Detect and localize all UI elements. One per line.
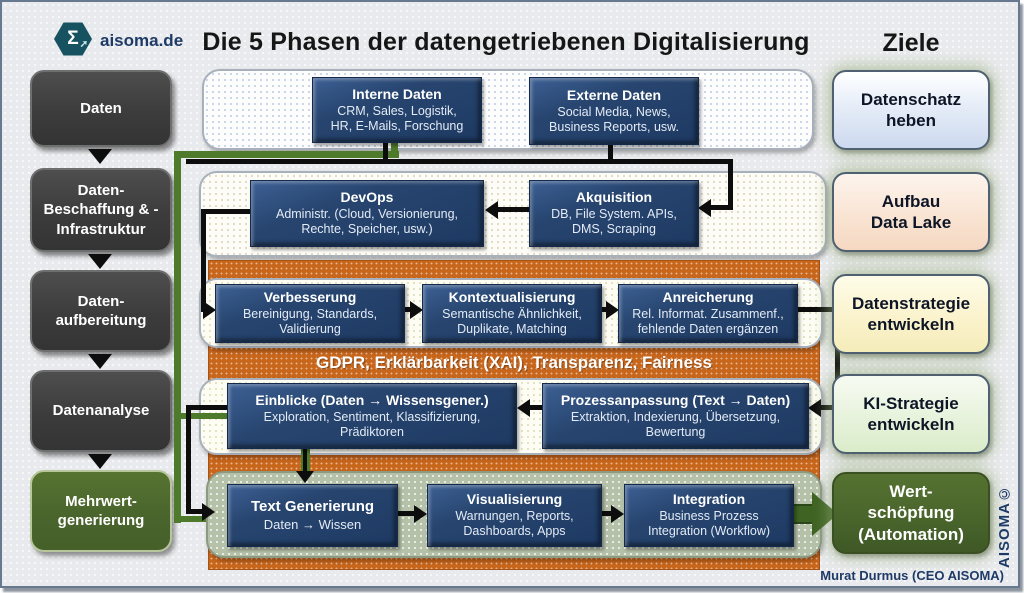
box-externe-daten: Externe Daten Social Media, News, Busine…	[529, 77, 699, 145]
box-subtitle: Exploration, Sentiment, Klassifizierung,…	[263, 409, 481, 439]
box-title: Prozessanpassung (Text → Daten)	[560, 391, 791, 408]
box-subtitle: Business Prozess Integration (Workflow)	[647, 509, 771, 539]
box-title: DevOps	[340, 189, 394, 206]
arrowhead-into-integration	[611, 505, 624, 523]
connector-visual-integration	[602, 511, 614, 516]
connector-anreicherung-right	[798, 307, 840, 312]
box-text-generierung: Text Generierung Daten → Wissen	[227, 484, 398, 547]
connector-akquisition-devops	[497, 207, 529, 212]
credit-line: Murat Durmus (CEO AISOMA)	[820, 568, 1004, 583]
goal-datenstrategie: Datenstrategie entwickeln	[832, 274, 990, 354]
box-integration: Integration Business Prozess Integration…	[624, 484, 794, 547]
arrowhead-into-akquisition	[698, 199, 711, 217]
connector-textgen-visual	[398, 511, 416, 516]
box-subtitle: Daten → Wissen	[263, 517, 362, 533]
box-subtitle: DB, File System. APIs, DMS, Scraping	[551, 207, 677, 237]
box-subtitle: Semantische Ähnlichkeit, Duplikate, Matc…	[442, 307, 582, 337]
box-subtitle: CRM, Sales, Logistik, HR, E-Mails, Forsc…	[330, 103, 464, 133]
box-prozessanpassung: Prozessanpassung (Text → Daten) Extrakti…	[542, 383, 809, 449]
goal-ki-strategie: KI-Strategie entwickeln	[832, 374, 990, 454]
flow-triangle-icon	[88, 454, 112, 469]
connector-devops-left	[201, 209, 250, 214]
arrowhead-into-einblicke	[517, 399, 530, 417]
arrowhead-into-kontextualisierung	[410, 301, 423, 319]
box-title: Text Generierung	[250, 498, 375, 516]
box-subtitle: Rel. Informat. Zusammenf., fehlende Date…	[632, 307, 784, 337]
box-subtitle: Extraktion, Indexierung, Übersetzung, Be…	[570, 409, 781, 439]
phase1-container	[202, 69, 814, 150]
box-interne-daten: Interne Daten CRM, Sales, Logistik, HR, …	[312, 77, 482, 143]
arrowhead-into-prozessanpassung	[808, 399, 821, 417]
box-visualisierung: Visualisierung Warnungen, Reports, Dashb…	[427, 484, 602, 547]
connector-interne-down	[383, 142, 388, 164]
watermark-aisoma: AISOMA©	[996, 484, 1013, 568]
phase-label-aufbereitung: Daten- aufbereitung	[30, 270, 172, 352]
green-flow-line	[181, 413, 227, 419]
box-title: Akquisition	[575, 189, 653, 206]
connector-prozess-einblicke	[529, 405, 542, 410]
flow-triangle-icon	[88, 254, 112, 269]
arrow-spark-icon: ➚	[79, 39, 88, 50]
connector-right-down2	[835, 307, 840, 410]
box-akquisition: Akquisition DB, File System. APIs, DMS, …	[529, 180, 699, 247]
box-verbesserung: Verbesserung Bereinigung, Standards, Val…	[215, 284, 405, 343]
arrowhead-into-verbesserung	[203, 301, 216, 319]
sigma-glyph: Σ	[67, 28, 79, 49]
box-title: Visualisierung	[466, 491, 563, 508]
box-einblicke: Einblicke (Daten → Wissensgener.) Explor…	[227, 383, 517, 449]
box-subtitle: Administr. (Cloud, Versionierung, Rechte…	[275, 207, 459, 237]
connector-einblicke-left	[186, 405, 227, 410]
arrowhead-into-textgenerierung	[202, 503, 215, 521]
box-title: Anreicherung	[662, 289, 754, 306]
phase-label-daten: Daten	[30, 70, 172, 147]
green-flow-line	[174, 516, 206, 522]
goals-title: Ziele	[882, 29, 940, 57]
box-subtitle: Warnungen, Reports, Dashboards, Apps	[455, 509, 574, 539]
arrowhead-into-devops	[485, 201, 498, 219]
box-anreicherung: Anreicherung Rel. Informat. Zusammenf., …	[618, 284, 798, 343]
connector-devops-down	[201, 209, 206, 312]
box-title: Externe Daten	[566, 86, 662, 103]
connector-top-horizontal	[186, 159, 733, 164]
arrowhead-into-anreicherung	[606, 301, 619, 319]
phase-label-datenanalyse: Datenanalyse	[30, 370, 172, 452]
connector-externe-down	[608, 145, 613, 162]
big-green-arrow-shaft	[794, 504, 814, 524]
box-title: Kontextualisierung	[448, 289, 576, 306]
connector-einblicke-bottom	[303, 449, 307, 473]
goal-wertschoepfung: Wert- schöpfung (Automation)	[832, 472, 990, 554]
box-subtitle: Social Media, News, Business Reports, us…	[549, 104, 679, 134]
connector-to-akquisition	[710, 205, 733, 210]
box-subtitle: Bereinigung, Standards, Validierung	[242, 307, 378, 337]
arrowhead-down-into-phase5	[296, 471, 314, 483]
phase-label-mehrwert: Mehrwert- generierung	[30, 470, 172, 552]
page-title: Die 5 Phasen der datengetriebenen Digita…	[202, 28, 810, 56]
connector-einblicke-down	[186, 405, 191, 512]
box-kontextualisierung: Kontextualisierung Semantische Ähnlichke…	[422, 284, 602, 343]
logo-text: aisoma.de	[100, 31, 184, 50]
phase-label-beschaffung: Daten- Beschaffung & - Infrastruktur	[30, 168, 172, 252]
connector-verbesserung-kontext	[405, 307, 414, 312]
goal-datenschatz-heben: Datenschatz heben	[832, 70, 990, 150]
arrowhead-into-visualisierung	[414, 505, 427, 523]
green-flow-line	[174, 151, 399, 158]
connector-right-down	[728, 159, 733, 209]
box-devops: DevOps Administr. (Cloud, Versionierung,…	[250, 180, 484, 247]
box-title: Integration	[672, 491, 746, 508]
box-title: Verbesserung	[263, 289, 357, 306]
green-flow-line	[391, 142, 398, 158]
connector-into-prozess	[820, 405, 840, 410]
green-flow-line	[174, 151, 181, 523]
box-title: Interne Daten	[352, 85, 442, 102]
gdpr-banner: GDPR, Erklärbarkeit (XAI), Transparenz, …	[316, 353, 712, 372]
flow-triangle-icon	[88, 354, 112, 369]
sigma-hexagon-logo-icon: Σ ➚	[54, 22, 92, 56]
flow-triangle-icon	[88, 149, 112, 164]
connector-into-textgen	[186, 509, 203, 514]
box-title: Einblicke (Daten → Wissensgener.)	[255, 391, 489, 408]
goal-aufbau-data-lake: Aufbau Data Lake	[832, 172, 990, 252]
